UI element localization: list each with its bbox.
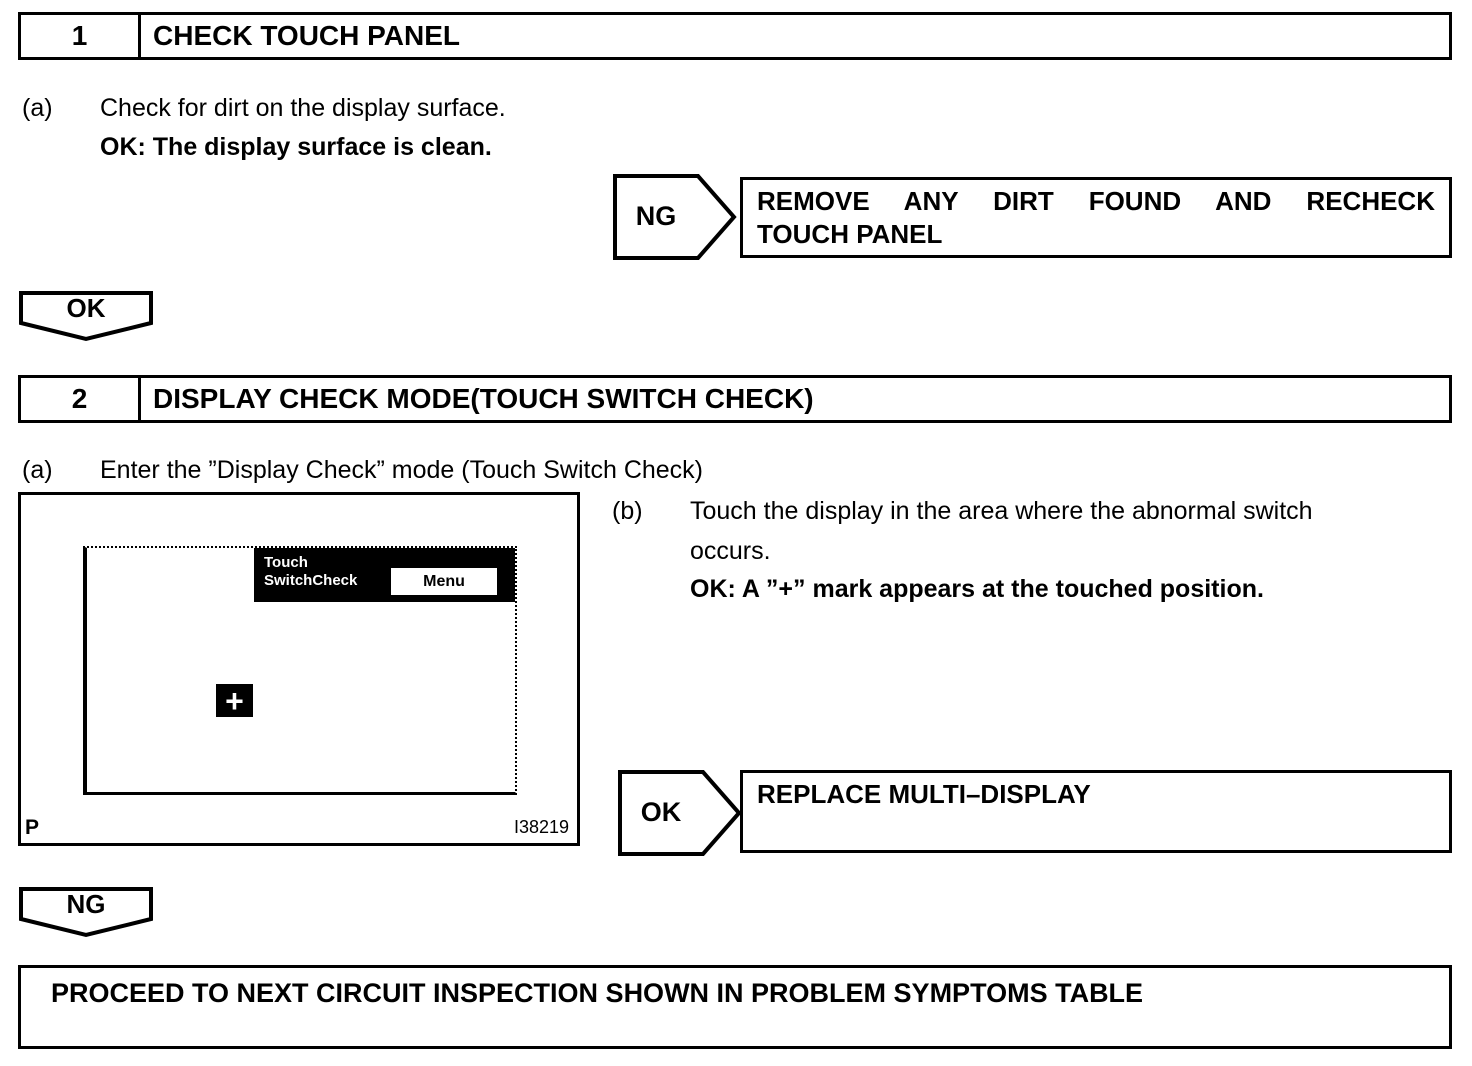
ok-arrow-shape <box>618 770 742 856</box>
step-2-ok-action-box: REPLACE MULTI–DISPLAY <box>740 770 1452 853</box>
screen-title-line1: Touch <box>264 554 308 571</box>
touch-screen-illustration: Touch SwitchCheck Menu + <box>83 546 517 795</box>
step-1-ng-label: NG <box>635 200 677 231</box>
step-1-title: CHECK TOUCH PANEL <box>153 20 460 51</box>
step-1-ng-action-line2: TOUCH PANEL <box>757 219 943 249</box>
ok-flag-shape <box>19 291 153 342</box>
figure-box: Touch SwitchCheck Menu + P I38219 <box>18 492 580 846</box>
footer-action-box: PROCEED TO NEXT CIRCUIT INSPECTION SHOWN… <box>18 965 1452 1049</box>
step-1-ng-action-box: REMOVE ANY DIRT FOUND AND RECHECK TOUCH … <box>740 177 1452 258</box>
step-2-item-b-ok-text: OK: A ”+” mark appears at the touched po… <box>690 575 1264 603</box>
step-2-item-a-label: (a) <box>22 456 53 484</box>
step-2-item-b-label: (b) <box>612 497 643 525</box>
step-2-item-b-line2: occurs. <box>690 537 771 565</box>
step-2-title: DISPLAY CHECK MODE(TOUCH SWITCH CHECK) <box>153 383 814 414</box>
step-1-item-a-ok-text: OK: The display surface is clean. <box>100 133 492 161</box>
footer-action-text: PROCEED TO NEXT CIRCUIT INSPECTION SHOWN… <box>51 978 1144 1008</box>
screen-title: Touch SwitchCheck <box>264 554 357 590</box>
step-2-ok-arrow: OK <box>618 770 742 856</box>
step-1-item-a-label: (a) <box>22 94 53 122</box>
step-2-ok-action-text: REPLACE MULTI–DISPLAY <box>757 779 1091 809</box>
step-2-result-ng-flag: NG <box>19 887 153 939</box>
step-2-header: 2 DISPLAY CHECK MODE(TOUCH SWITCH CHECK) <box>18 375 1452 423</box>
step-1-ng-arrow: NG <box>613 174 737 260</box>
figure-id: I38219 <box>513 817 569 837</box>
step-1-item-a-text: Check for dirt on the display surface. <box>100 94 506 122</box>
step-2-item-b-line1: Touch the display in the area where the … <box>690 497 1313 525</box>
menu-button: Menu <box>391 568 497 595</box>
page-corner-marker: P <box>25 816 40 839</box>
step-2-item-a-text: Enter the ”Display Check” mode (Touch Sw… <box>100 456 704 484</box>
step-1-result-ok-label: OK <box>66 292 106 323</box>
step-2-number: 2 <box>21 378 141 420</box>
step-1-result-ok-flag: OK <box>19 291 153 343</box>
step-1-ng-action-line1: REMOVE ANY DIRT FOUND AND RECHECK <box>757 186 1435 216</box>
step-1-number: 1 <box>21 15 141 57</box>
plus-mark: + <box>216 684 253 717</box>
screen-title-line2: SwitchCheck <box>264 572 358 589</box>
step-2-ok-label: OK <box>640 796 682 827</box>
screen-title-bar: Touch SwitchCheck Menu <box>254 548 515 602</box>
ng-flag-shape <box>19 887 153 938</box>
step-1-header: 1 CHECK TOUCH PANEL <box>18 12 1452 60</box>
ng-arrow-shape <box>613 174 737 260</box>
step-2-result-ng-label: NG <box>66 888 106 919</box>
